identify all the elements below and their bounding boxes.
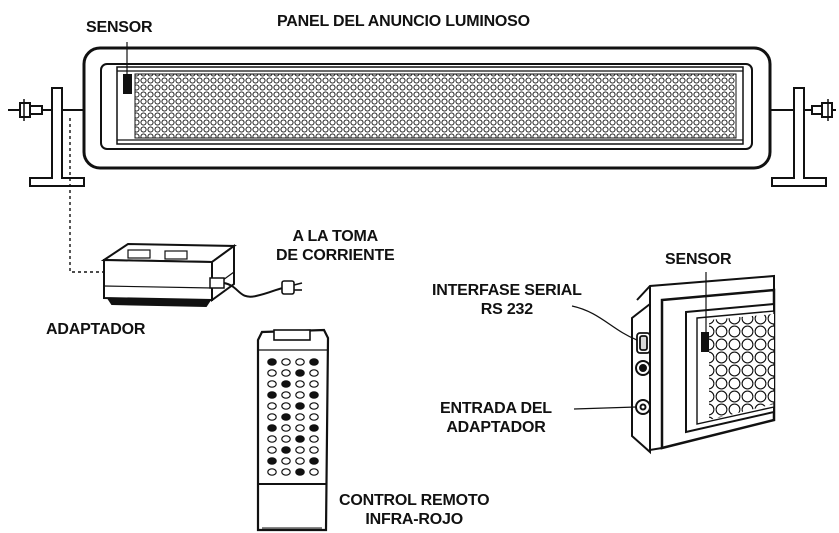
remote-control-label-line-2: INFRA-ROJO	[365, 511, 463, 528]
remote-control-label: CONTROL REMOTO INFRA-ROJO	[339, 491, 490, 529]
remote-key	[295, 369, 305, 377]
remote-key	[281, 369, 291, 377]
remote-key	[295, 413, 305, 421]
adapter-label: ADAPTADOR	[46, 321, 146, 338]
remote-key	[309, 413, 319, 421]
remote-key	[309, 369, 319, 377]
remote-key	[267, 446, 277, 454]
detail-led-matrix	[709, 314, 774, 420]
dotted-power-cable	[69, 118, 104, 273]
led-sign-panel	[82, 46, 772, 170]
remote-key	[309, 402, 319, 410]
serial-leader-line	[571, 305, 638, 341]
adapter-power-cord	[223, 282, 284, 298]
remote-key	[281, 435, 291, 443]
remote-key	[295, 391, 305, 399]
remote-key	[295, 358, 305, 366]
power-outlet-label-line-1: A LA TOMA	[292, 228, 379, 245]
power-adapter	[100, 242, 237, 308]
remote-key	[309, 424, 319, 432]
remote-key	[309, 358, 319, 366]
adapter-input-label-line-1: ENTRADA DEL	[440, 400, 552, 417]
remote-key	[267, 413, 277, 421]
remote-key	[281, 380, 291, 388]
remote-key	[267, 391, 277, 399]
remote-key	[309, 457, 319, 465]
rs232-serial-port	[636, 332, 651, 354]
remote-control-label-line-1: CONTROL REMOTO	[339, 492, 490, 509]
remote-key	[309, 435, 319, 443]
remote-key	[267, 457, 277, 465]
sensor-component	[123, 74, 132, 94]
remote-key	[267, 424, 277, 432]
remote-key	[295, 402, 305, 410]
remote-key	[309, 391, 319, 399]
remote-key	[295, 424, 305, 432]
remote-key	[309, 468, 319, 476]
serial-interface-label: INTERFASE SERIAL RS 232	[432, 281, 582, 319]
adapter-input-label-line-2: ADAPTADOR	[446, 419, 546, 436]
remote-key	[295, 435, 305, 443]
remote-key	[281, 446, 291, 454]
remote-key	[267, 380, 277, 388]
adapter-input-jack	[635, 360, 651, 415]
remote-key	[295, 457, 305, 465]
remote-key	[267, 358, 277, 366]
remote-key	[281, 468, 291, 476]
adapter-input-label: ENTRADA DEL ADAPTADOR	[440, 399, 552, 437]
remote-key	[281, 402, 291, 410]
power-outlet-label: A LA TOMA DE CORRIENTE	[276, 227, 395, 265]
adapter-input-leader-line	[573, 406, 637, 410]
power-plug-icon	[281, 280, 303, 295]
remote-key	[281, 391, 291, 399]
power-outlet-label-line-2: DE CORRIENTE	[276, 247, 395, 264]
remote-key	[295, 446, 305, 454]
serial-interface-label-line-1: INTERFASE SERIAL	[432, 282, 582, 299]
detail-sensor-label: SENSOR	[665, 251, 732, 268]
remote-key	[295, 468, 305, 476]
infrared-remote-control	[256, 328, 330, 532]
remote-key	[295, 380, 305, 388]
detail-sensor-component	[701, 332, 709, 352]
serial-interface-label-line-2: RS 232	[480, 301, 533, 318]
remote-key	[309, 446, 319, 454]
remote-key	[281, 457, 291, 465]
left-mounting-bracket	[8, 87, 85, 187]
remote-key	[281, 424, 291, 432]
right-mounting-bracket	[770, 87, 836, 187]
panel-title-label: PANEL DEL ANUNCIO LUMINOSO	[277, 13, 530, 30]
remote-key	[267, 435, 277, 443]
remote-key	[267, 402, 277, 410]
remote-keypad	[267, 358, 319, 476]
remote-key	[267, 369, 277, 377]
remote-key	[267, 468, 277, 476]
remote-key	[309, 380, 319, 388]
led-matrix-display	[134, 73, 737, 139]
sensor-label: SENSOR	[86, 19, 153, 36]
remote-key	[281, 413, 291, 421]
remote-key	[281, 358, 291, 366]
